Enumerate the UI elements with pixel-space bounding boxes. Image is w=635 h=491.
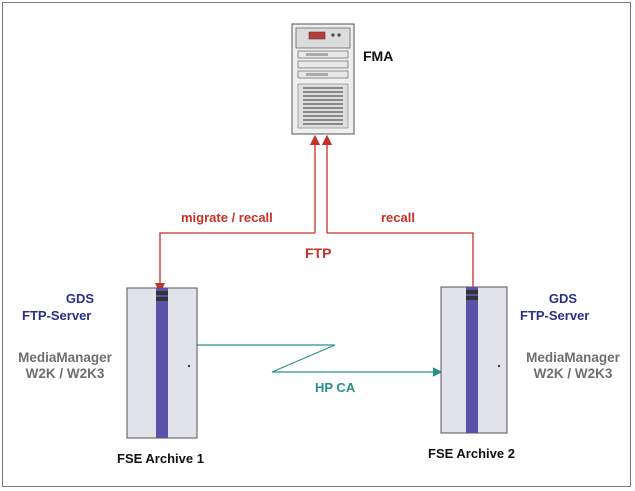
hp-ca-link <box>196 344 443 377</box>
archive2-name: FSE Archive 2 <box>428 446 515 461</box>
recall-label: recall <box>381 210 415 225</box>
migrate-recall-label: migrate / recall <box>181 210 273 225</box>
archive1-name: FSE Archive 1 <box>117 451 204 466</box>
fma-server-icon <box>291 23 355 135</box>
archive1-gds-label: GDS <box>65 291 95 306</box>
archive2-gds-label: GDS <box>548 291 578 306</box>
archive1-ftp-server-label: FTP-Server <box>22 308 92 323</box>
fma-label: FMA <box>363 48 394 64</box>
diagram-frame <box>2 2 631 487</box>
archive2-ftp-server-label: FTP-Server <box>520 308 590 323</box>
archive1-tower-icon <box>126 287 198 439</box>
ftp-label: FTP <box>305 245 332 261</box>
ftp-link-archive2 <box>321 134 474 287</box>
archive2-os: W2K / W2K3 <box>533 365 613 381</box>
archive2-tower-icon <box>440 286 508 434</box>
archive2-software-label: MediaManager W2K / W2K3 <box>518 350 628 381</box>
archive1-software-label: MediaManager W2K / W2K3 <box>10 350 120 381</box>
archive1-mediamanager: MediaManager <box>18 350 112 365</box>
ftp-link-archive1 <box>154 232 315 294</box>
archive2-mediamanager: MediaManager <box>526 350 620 365</box>
hp-ca-label: HP CA <box>315 380 356 395</box>
archive1-os: W2K / W2K3 <box>25 365 105 381</box>
